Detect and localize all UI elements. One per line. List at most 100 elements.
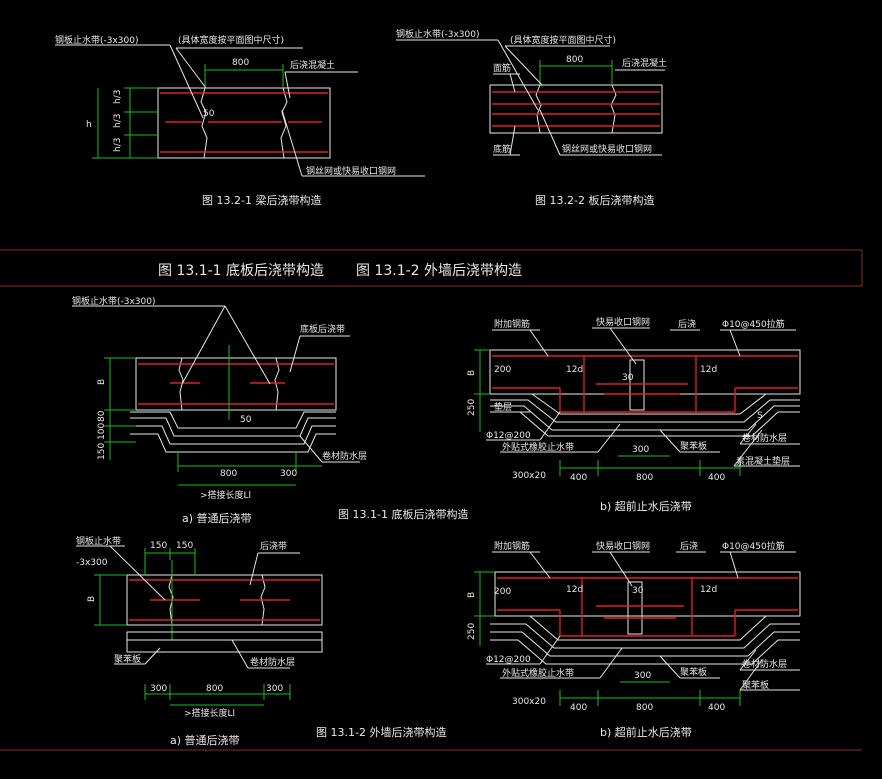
wall-b-dim-800: 800 [636, 703, 653, 713]
wall-a-lap: >搭接长度Ll [184, 707, 235, 719]
floor-b-dim-300: 300 [632, 445, 649, 455]
wall-a-dim-150a: 150 [150, 541, 167, 551]
wall-a-caption: a) 普通后浇带 [170, 733, 240, 747]
floor-a-caption: a) 普通后浇带 [182, 511, 252, 525]
floor-fig-caption: 图 13.1-1 底板后浇带构造 [338, 507, 468, 521]
floor-b-dim-800: 800 [636, 473, 653, 483]
wall-a-label-pad: 聚苯板 [114, 653, 141, 665]
wall-b-caption: b) 超前止水后浇带 [600, 725, 692, 739]
wall-b-dim-400b: 400 [708, 703, 725, 713]
wall-a-dim-150b: 150 [176, 541, 193, 551]
wall-b-label-band: 后浇 [680, 540, 698, 552]
floor-a-label-band: 底板后浇带 [300, 323, 345, 335]
floor-b-label-rebar-add: 附加钢筋 [494, 318, 530, 330]
slab-label-waterstop: 钢板止水带(-3x300) [396, 28, 480, 40]
floor-b-dim-400b: 400 [708, 473, 725, 483]
floor-a-dim-50: 50 [240, 415, 252, 425]
floor-b-dim-B: B [467, 370, 477, 376]
beam-dim-h3-mid: h/3 [113, 114, 123, 128]
wall-b-label-waterstop: 外贴式橡胶止水带 [502, 667, 574, 679]
floor-b-dim-400a: 400 [570, 473, 587, 483]
floor-a-dim-100: 100 [97, 423, 107, 440]
floor-b-dim-250: 250 [467, 399, 477, 416]
floor-b-section: B 250 200 12d 12d 30 S 300 400 800 400 3… [467, 316, 801, 513]
banner-fig2-title: 图 13.1-2 外墙后浇带构造 [356, 263, 522, 279]
beam-label-waterstop: 钢板止水带(-3x300) [55, 34, 139, 46]
wall-a-label-membrane: 卷材防水层 [250, 656, 295, 668]
wall-fig-caption: 图 13.1-2 外墙后浇带构造 [316, 725, 446, 739]
floor-a-label-waterstop: 钢板止水带(-3x300) [72, 295, 156, 307]
floor-b-dim-300x20: 300x20 [512, 471, 546, 481]
floor-a-dim-800: 800 [220, 469, 237, 479]
wall-b-label-membrane: 卷材防水层 [742, 658, 787, 670]
wall-a-dim-300a: 300 [150, 684, 167, 694]
slab-caption: 图 13.2-2 板后浇带构造 [535, 193, 654, 207]
floor-b-caption: b) 超前止水后浇带 [600, 499, 692, 513]
beam-label-concrete: 后浇混凝土 [290, 59, 335, 71]
wall-a-label-waterstop: 钢板止水带 [76, 535, 121, 547]
banner-fig1-title: 图 13.1-1 底板后浇带构造 [158, 263, 324, 279]
wall-b-label-rebar-add: 附加钢筋 [494, 540, 530, 552]
wall-b-concrete [494, 571, 801, 617]
floor-a-dim-B: B [97, 379, 107, 385]
wall-a-section: B 150 150 300 800 300 >搭接长度Ll 钢板止水带 -3x3… [76, 535, 446, 747]
floor-b-label-stirrup: Φ12@200 [486, 431, 531, 441]
slab-label-top: 面筋 [493, 62, 511, 74]
floor-b-label-pad: 垫层 [494, 401, 512, 413]
wall-a-dim-300b: 300 [266, 684, 283, 694]
wall-a-dim-B: B [87, 596, 97, 602]
floor-b-label-wall-pad: 素混凝土垫层 [736, 455, 790, 467]
floor-b-dim-12d-a: 12d [566, 365, 583, 375]
floor-b-dim-s: S [757, 411, 763, 421]
floor-a-lap: >搭接长度Ll [200, 489, 251, 501]
beam-joint-right [280, 87, 288, 159]
beam-dim-50: 50 [203, 109, 215, 119]
wall-b-dim-12d-a: 12d [566, 585, 583, 595]
wall-b-dim-400a: 400 [570, 703, 587, 713]
beam-caption: 图 13.2-1 梁后浇带构造 [202, 193, 321, 207]
wall-b-section: B 250 200 12d 12d 30 300 400 800 400 300… [467, 540, 801, 739]
beam-concrete [157, 87, 331, 159]
floor-a-dim-80: 80 [97, 410, 107, 422]
floor-b-label-pad2: 聚苯板 [680, 440, 707, 452]
beam-section: h h/3 h/3 h/3 800 50 钢板止水带(-3x300) (具体宽度… [55, 34, 425, 207]
wall-b-dim-B: B [467, 592, 477, 598]
wall-b-label-tie: Φ10@450拉筋 [722, 540, 785, 552]
floor-b-label-mesh: 快易收口钢网 [596, 316, 650, 328]
slab-dim-800: 800 [566, 55, 583, 65]
wall-b-dim-12d-b: 12d [700, 585, 717, 595]
slab-label-width-note: (具体宽度按平面图中尺寸) [510, 34, 616, 46]
beam-label-mesh: 钢丝网或快易收口钢网 [306, 165, 396, 177]
wall-b-dim-30: 30 [632, 586, 644, 596]
floor-b-dim-30: 30 [622, 373, 634, 383]
slab-section: 800 钢板止水带(-3x300) (具体宽度按平面图中尺寸) 后浇混凝土 面筋… [396, 28, 667, 207]
wall-b-dim-300x20: 300x20 [512, 697, 546, 707]
floor-a-label-membrane: 卷材防水层 [322, 450, 367, 462]
wall-b-label-mesh: 快易收口钢网 [596, 540, 650, 552]
floor-a-dim-150: 150 [97, 443, 107, 460]
wall-b-mesh-box [627, 581, 643, 635]
wall-b-label-pad2: 聚苯板 [742, 679, 769, 691]
beam-dim-h3-bot: h/3 [113, 138, 123, 152]
slab-label-bottom: 底筋 [493, 143, 511, 155]
wall-b-dim-300: 300 [634, 671, 651, 681]
slab-label-mesh: 钢丝网或快易收口钢网 [562, 143, 652, 155]
floor-b-label-membrane: 卷材防水层 [742, 432, 787, 444]
wall-a-pad-layer [126, 639, 323, 653]
floor-b-label-waterstop: 外贴式橡胶止水带 [502, 441, 574, 453]
beam-joint-left [200, 87, 208, 159]
floor-b-dim-200: 200 [494, 365, 511, 375]
floor-a-dim-300: 300 [280, 469, 297, 479]
wall-a-label-band: 后浇带 [260, 540, 287, 552]
slab-label-concrete: 后浇混凝土 [622, 57, 667, 69]
wall-b-label-pad: 聚苯板 [680, 666, 707, 678]
floor-a-concrete [135, 357, 337, 411]
beam-dim-h: h [86, 120, 92, 130]
floor-a-section: B 80 100 150 800 300 50 >搭接长度Ll 钢板止水带(-3… [72, 295, 468, 525]
wall-b-label-stirrup: Φ12@200 [486, 655, 531, 665]
wall-a-concrete [126, 574, 323, 626]
beam-dim-800: 800 [232, 58, 249, 68]
wall-a-label-waterstop2: -3x300 [76, 558, 108, 568]
